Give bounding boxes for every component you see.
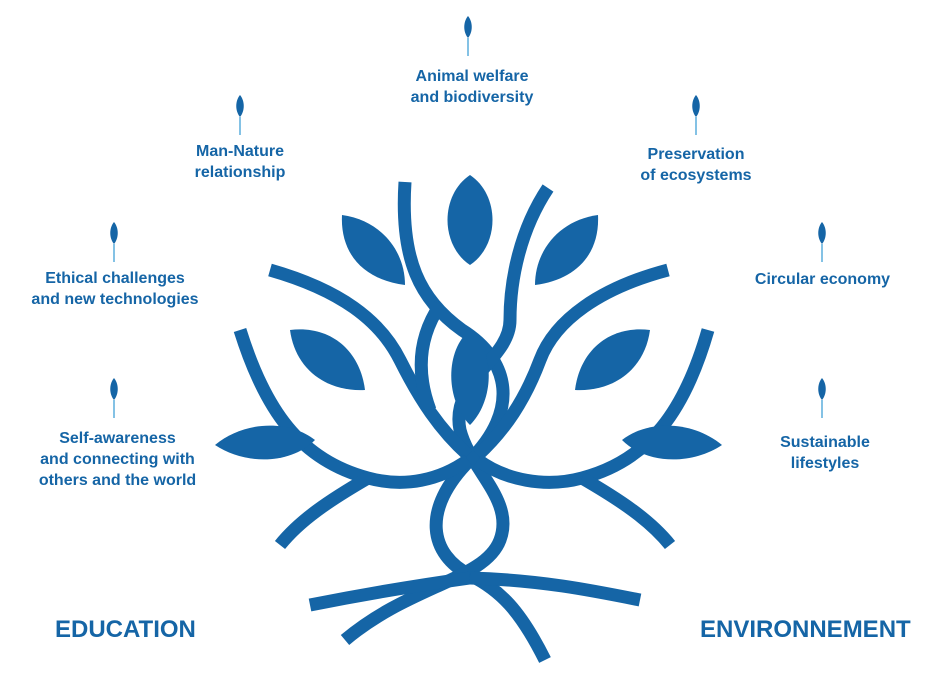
leaf-pin-icon [818,222,826,262]
education-heading: EDUCATION [55,616,196,643]
leaf-pin-icon [692,95,700,135]
topic-animal-welfare: Animal welfare and biodiversity [410,68,534,106]
leaf-pin-icon [110,222,118,262]
topic-man-nature: Man-Nature relationship [194,143,286,181]
topic-circular: Circular economy [754,271,891,288]
leaf-pin-icon [818,378,826,418]
leaf-pin-icon [464,16,472,56]
leaf-pin-icon [110,378,118,418]
topic-ethical: Ethical challenges and new technologies [31,270,199,308]
leaf-pin-icon [236,95,244,135]
topic-sustainable: Sustainable lifestyles [780,434,870,472]
environment-heading: ENVIRONNEMENT [700,616,911,643]
topic-preservation: Preservation of ecosystems [640,146,752,184]
topic-self-awareness: Self-awareness and connecting with other… [38,430,197,489]
